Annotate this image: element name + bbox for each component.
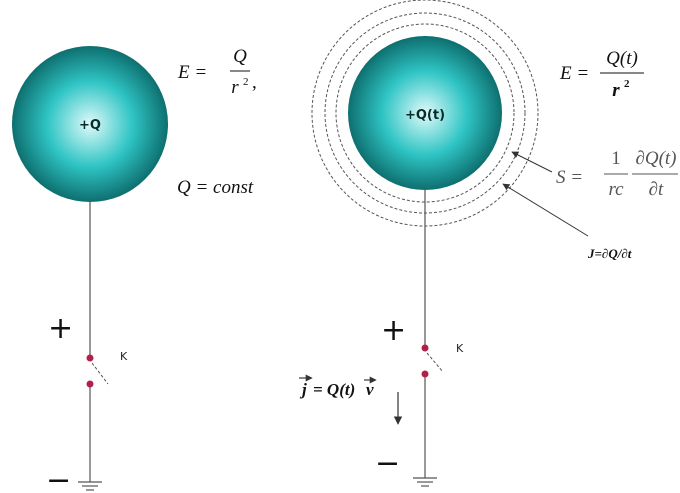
left-sphere-label: +Q xyxy=(79,118,101,133)
left-formula-E-den: r xyxy=(231,77,239,98)
right-formula-E: E = Q(t) r 2 xyxy=(559,48,644,101)
right-setup: +Q(t) K + − j = Q(t) v E = xyxy=(299,0,678,487)
left-ground-icon xyxy=(78,481,102,491)
left-switch-label: K xyxy=(120,350,128,363)
field-line-inner xyxy=(335,23,515,203)
right-ground-icon xyxy=(413,477,437,487)
left-switch-contact-top xyxy=(86,354,94,362)
right-formula-S-frac2-den: ∂t xyxy=(649,179,664,200)
left-formula-E-num: Q xyxy=(233,46,247,67)
left-sphere xyxy=(12,46,168,202)
J-pointer-arrow xyxy=(502,183,589,237)
left-formula-E: E = Q r 2 , xyxy=(177,46,257,98)
right-formula-j-eq: = Q(t) xyxy=(313,380,355,399)
right-formula-j-v: v xyxy=(366,380,374,399)
right-minus-sign: − xyxy=(375,446,400,481)
right-plus-sign: + xyxy=(381,313,406,348)
left-setup: +Q K + − E = Q r 2 , Q = const xyxy=(12,46,257,493)
right-sphere-label: +Q(t) xyxy=(405,108,445,123)
left-switch-contact-bottom xyxy=(86,380,94,388)
right-formula-S-frac1-num: 1 xyxy=(611,148,621,169)
right-switch-contact-top xyxy=(421,344,429,352)
right-formula-j-lhs: j xyxy=(299,380,307,399)
left-switch-blade xyxy=(91,362,109,385)
right-formula-E-den: r xyxy=(612,80,620,101)
right-switch-blade xyxy=(426,352,444,373)
right-formula-E-den-exp: 2 xyxy=(624,78,630,90)
left-formula-E-lhs: E = xyxy=(177,62,207,83)
right-formula-S-frac2-num: ∂Q(t) xyxy=(635,148,676,169)
left-minus-sign: − xyxy=(46,463,71,493)
right-formula-j: j = Q(t) v xyxy=(299,374,377,399)
left-plus-sign: + xyxy=(48,311,73,346)
S-pointer-arrow xyxy=(511,151,553,173)
left-formula-Q: Q = const xyxy=(177,177,254,198)
right-formula-J: J=∂Q/∂t xyxy=(587,246,632,261)
right-formula-E-lhs: E = xyxy=(559,63,589,84)
right-formula-S: S = 1 rc ∂Q(t) ∂t xyxy=(556,148,678,200)
right-formula-S-lhs: S = xyxy=(556,167,583,188)
right-sphere xyxy=(348,36,502,190)
right-formula-E-num: Q(t) xyxy=(606,48,638,69)
left-formula-E-den-exp: 2 xyxy=(243,76,249,88)
right-switch-contact-bottom xyxy=(421,370,429,378)
left-formula-E-trail: , xyxy=(252,72,257,93)
right-formula-S-frac1-den: rc xyxy=(608,179,624,200)
right-switch-label: K xyxy=(456,342,464,355)
